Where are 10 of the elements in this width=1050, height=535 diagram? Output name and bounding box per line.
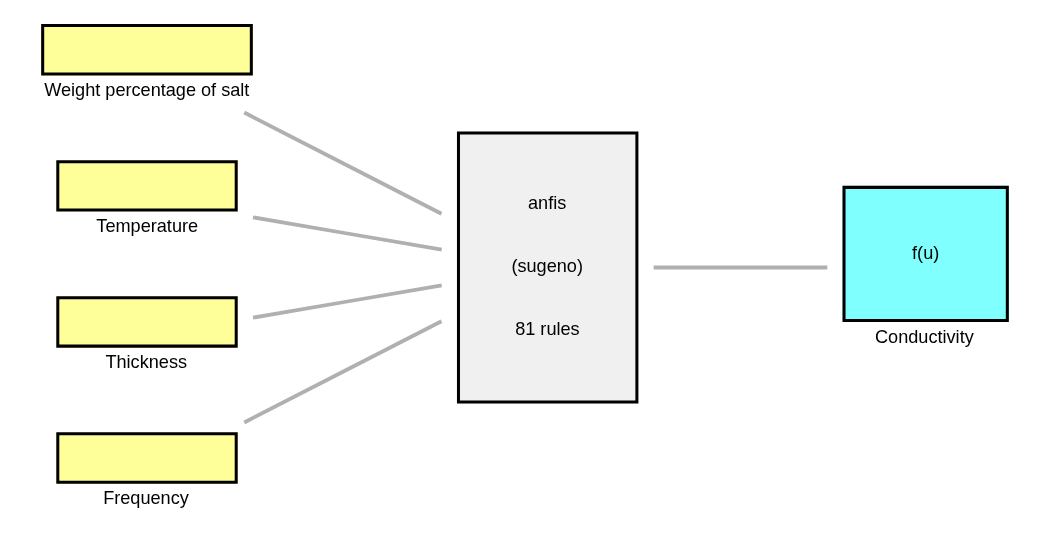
connector [243, 110, 443, 216]
connector [243, 319, 443, 425]
node-label: Thickness [105, 352, 188, 373]
connector [252, 215, 443, 252]
node-label: Temperature [96, 216, 199, 237]
node-label: Frequency [103, 488, 189, 509]
connector [653, 265, 828, 270]
node-label: Weight percentage of salt [44, 80, 250, 101]
node-label: Conductivity [875, 326, 974, 347]
connector [252, 283, 443, 320]
